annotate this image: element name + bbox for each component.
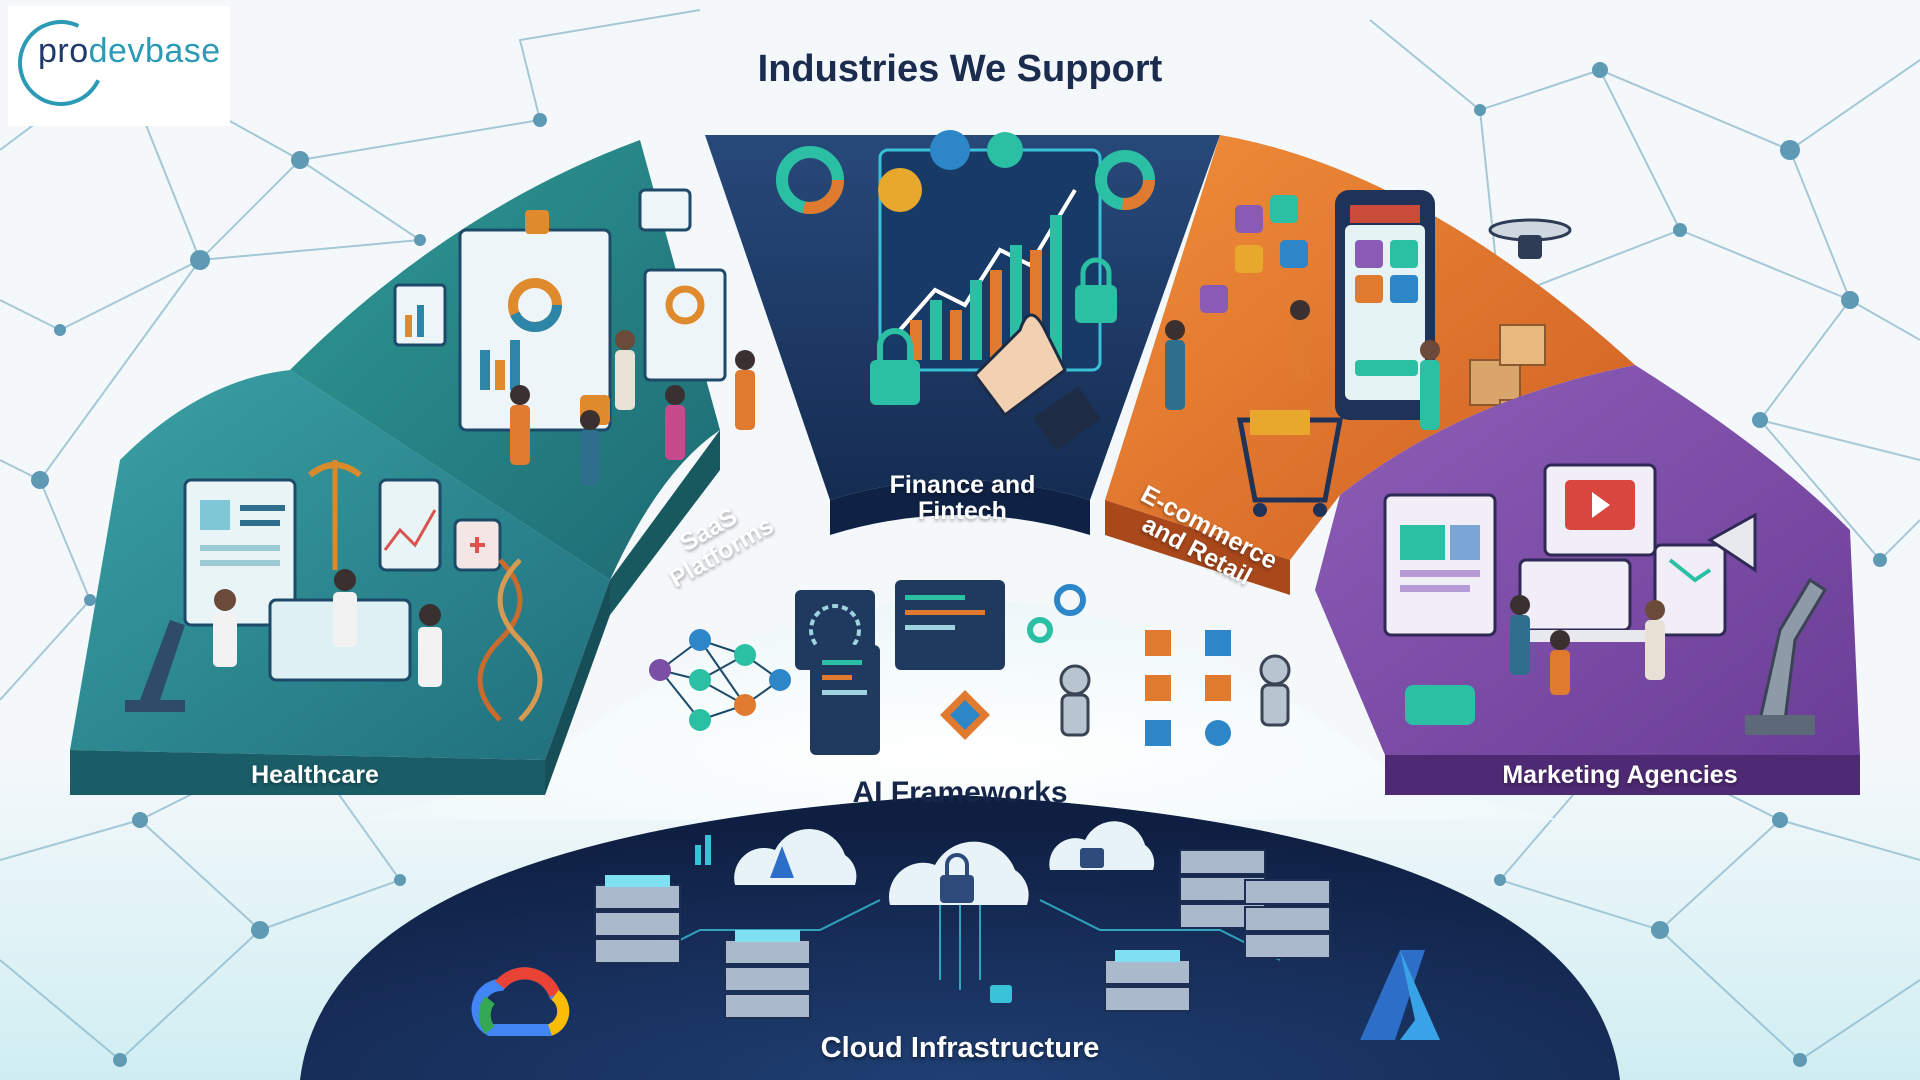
segment-saas — [290, 140, 755, 615]
label-finance-line1: Finance and — [889, 471, 1036, 499]
segment-healthcare — [70, 370, 610, 795]
prodevbase-logo[interactable]: prodevbase — [5, 6, 230, 126]
google-cloud-logo — [471, 967, 570, 1036]
label-finance: Finance and Fintech — [870, 472, 1055, 524]
ai-frameworks-illustration — [649, 580, 1291, 755]
label-healthcare: Healthcare — [251, 761, 379, 789]
segment-finance — [705, 130, 1220, 535]
azure-logo — [1360, 950, 1440, 1040]
page-title: Industries We Support — [757, 48, 1163, 90]
segment-marketing — [1315, 365, 1860, 795]
label-marketing: Marketing Agencies — [1502, 761, 1738, 789]
label-cloud-infrastructure: Cloud Infrastructure — [820, 1032, 1100, 1064]
cloud-infrastructure-dome — [300, 795, 1620, 1080]
label-ai-frameworks: AI Frameworks — [852, 776, 1068, 809]
logo-text: prodevbase — [38, 32, 221, 71]
logo-text-pro: pro — [38, 32, 89, 70]
label-finance-line2: Fintech — [918, 497, 1007, 525]
logo-text-devbase: devbase — [88, 32, 221, 70]
